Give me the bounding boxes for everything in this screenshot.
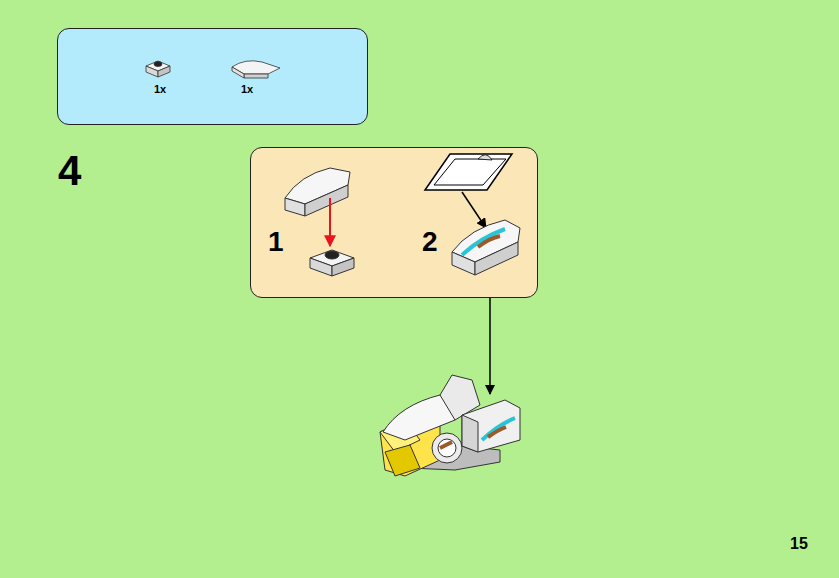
page-number: 15 <box>790 536 808 552</box>
parts-list-panel: 1x 1x <box>57 28 368 125</box>
quantity: 1x <box>241 84 253 95</box>
sub-step-number: 1 <box>268 228 284 256</box>
placement-arrow <box>489 298 491 394</box>
assembled-model <box>380 375 520 476</box>
sub-step-panel: 12 <box>250 147 538 298</box>
step-number: 4 <box>58 150 81 192</box>
quantity: 1x <box>154 84 166 95</box>
sub-step-number: 2 <box>422 228 438 256</box>
